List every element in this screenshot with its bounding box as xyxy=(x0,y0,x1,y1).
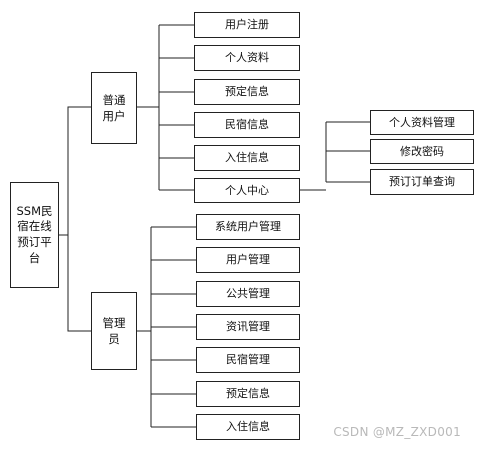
center-child-label: 预订订单查询 xyxy=(389,175,455,189)
center-child-label: 个人资料管理 xyxy=(389,115,455,129)
connector-root-to-admin xyxy=(67,235,91,332)
watermark: CSDN @MZ_ZXD001 xyxy=(333,425,461,439)
user-child-label: 个人资料 xyxy=(225,51,269,65)
admin-child-label: 资讯管理 xyxy=(226,320,270,334)
admin-child-node: 公共管理 xyxy=(196,281,300,307)
branch-node-user: 普通用户 xyxy=(91,72,137,144)
branch-node-admin: 管理员 xyxy=(91,292,137,370)
root-node: SSM民宿在线预订平台 xyxy=(10,182,59,288)
user-child-node: 预定信息 xyxy=(194,79,300,105)
center-child-node: 修改密码 xyxy=(370,139,474,164)
admin-child-label: 民宿管理 xyxy=(226,353,270,367)
admin-child-node: 用户管理 xyxy=(196,247,300,273)
user-child-label: 个人中心 xyxy=(225,183,269,197)
center-child-node: 个人资料管理 xyxy=(370,110,474,135)
user-child-label: 入住信息 xyxy=(225,151,269,165)
user-child-label: 用户注册 xyxy=(225,18,269,32)
user-child-node: 民宿信息 xyxy=(194,112,300,138)
admin-child-node: 入住信息 xyxy=(196,414,300,440)
admin-child-label: 系统用户管理 xyxy=(215,220,281,234)
center-child-label: 修改密码 xyxy=(400,144,444,158)
user-child-label: 民宿信息 xyxy=(225,118,269,132)
admin-child-label: 入住信息 xyxy=(226,420,270,434)
user-child-node: 入住信息 xyxy=(194,145,300,171)
admin-child-label: 预定信息 xyxy=(226,387,270,401)
admin-child-label: 公共管理 xyxy=(226,287,270,301)
admin-child-node: 民宿管理 xyxy=(196,347,300,373)
user-child-node: 个人资料 xyxy=(194,45,300,71)
user-child-node: 个人中心 xyxy=(194,178,300,203)
branch-node-admin-label: 管理员 xyxy=(102,315,126,346)
user-child-label: 预定信息 xyxy=(225,85,269,99)
root-node-label: SSM民宿在线预订平台 xyxy=(16,203,53,265)
connector-root-to-user xyxy=(59,106,91,236)
admin-child-node: 系统用户管理 xyxy=(196,214,300,240)
branch-node-user-label: 普通用户 xyxy=(102,92,126,123)
admin-child-label: 用户管理 xyxy=(226,253,270,267)
admin-child-node: 资讯管理 xyxy=(196,314,300,340)
user-child-node: 用户注册 xyxy=(194,12,300,38)
admin-child-node: 预定信息 xyxy=(196,381,300,407)
center-child-node: 预订订单查询 xyxy=(370,169,474,195)
